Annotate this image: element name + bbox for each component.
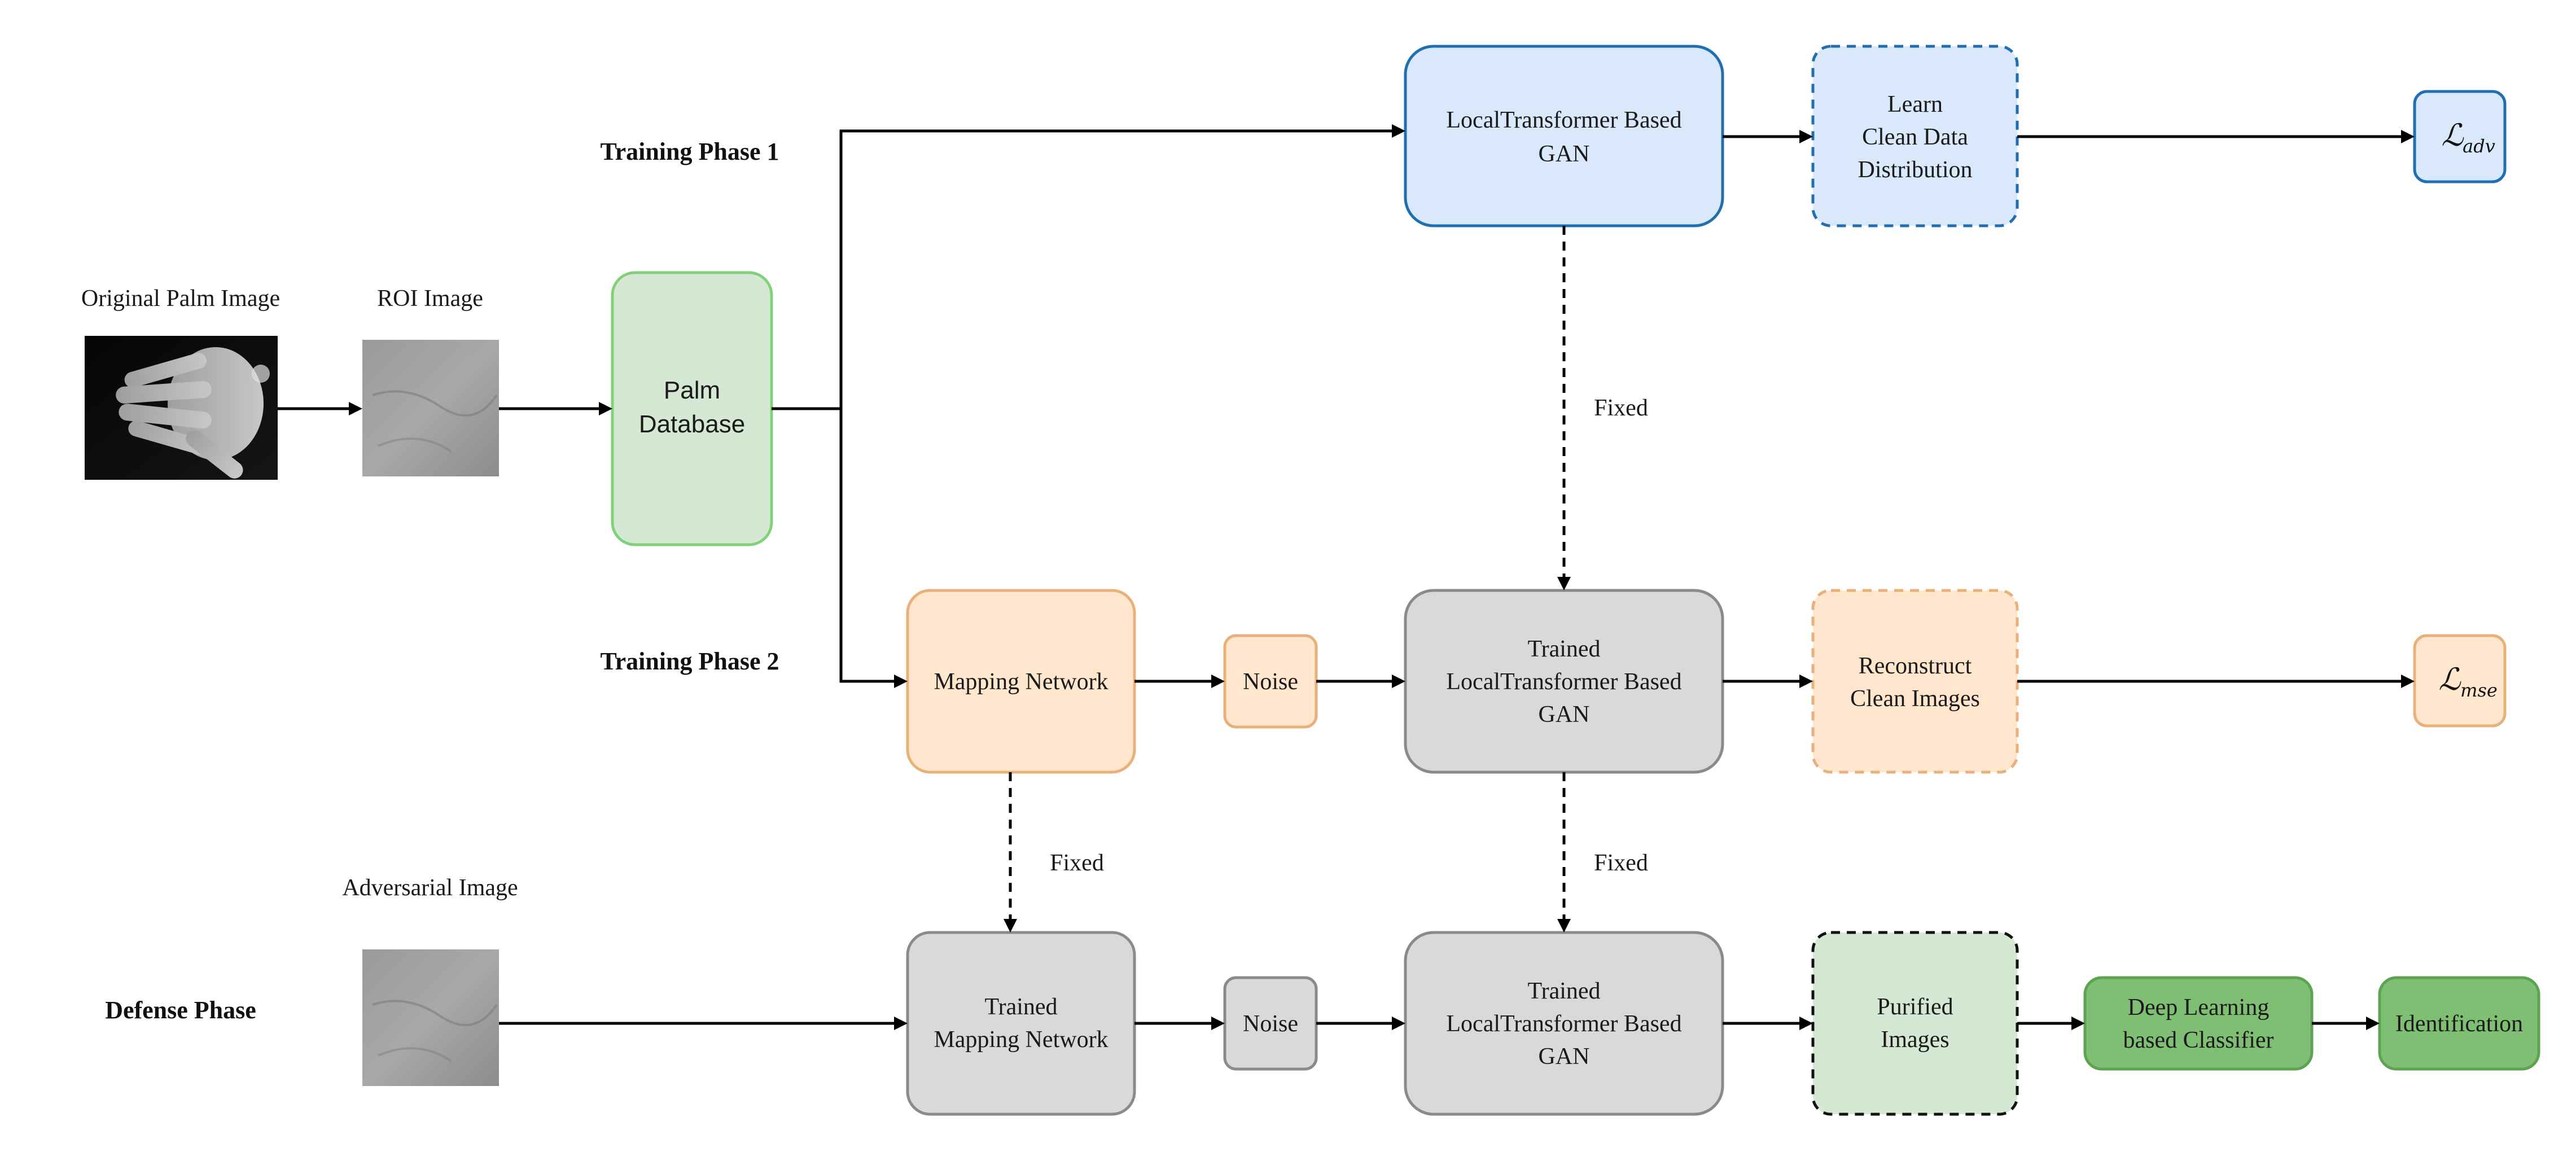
palm-database-label-1: Palm — [664, 376, 720, 404]
gan-label-1: LocalTransformer Based — [1446, 107, 1681, 133]
arrowhead-gan — [1392, 124, 1405, 138]
identification-label: Identification — [2395, 1011, 2523, 1037]
trained-gan-node-defense: Trained LocalTransformer Based GAN — [1404, 931, 1724, 1116]
loss-mse-node: ℒ mse — [2413, 634, 2507, 728]
edges — [278, 124, 2415, 1030]
classifier-label-2: based Classifier — [2123, 1027, 2273, 1053]
phase-label-defense: Defense Phase — [105, 996, 256, 1024]
edge-label-fixed-3: Fixed — [1594, 850, 1648, 876]
classifier-label-1: Deep Learning — [2128, 995, 2270, 1021]
arrowhead-roi — [349, 402, 362, 415]
arrowhead-loss-mse — [2401, 675, 2415, 688]
noise-label-phase2: Noise — [1243, 669, 1298, 695]
loss-mse-symbol: ℒ — [2439, 662, 2461, 697]
arrowhead-learn — [1799, 130, 1813, 143]
arrowhead-trained-gan3 — [1557, 919, 1571, 932]
arrowhead-trained-gan2 — [1557, 577, 1571, 590]
palm-database-node: Palm Database — [611, 271, 773, 546]
trained-gan3-label-3: GAN — [1539, 1044, 1590, 1070]
arrowhead-purified — [1799, 1017, 1813, 1030]
arrowhead-identification — [2366, 1017, 2380, 1030]
adversarial-image — [362, 949, 499, 1086]
noise-label-defense: Noise — [1243, 1011, 1298, 1037]
loss-adv-symbol: ℒ — [2442, 117, 2464, 153]
roi-image — [362, 340, 499, 476]
arrowhead-mapping — [894, 675, 908, 688]
purified-label-2: Images — [1881, 1027, 1949, 1053]
arrowhead-gan2 — [1392, 675, 1405, 688]
noise-node-phase2: Noise — [1223, 634, 1318, 729]
adversarial-caption: Adversarial Image — [342, 875, 518, 901]
learn-label-1: Learn — [1887, 91, 1943, 117]
arrowhead-trained-mapping — [1004, 919, 1017, 932]
phase-label-training-2: Training Phase 2 — [600, 647, 779, 675]
loss-adv-subscript: adv — [2463, 135, 2495, 157]
purified-label-1: Purified — [1877, 994, 1953, 1020]
trained-gan-node-phase2: Trained LocalTransformer Based GAN — [1404, 589, 1724, 774]
trained-mapping-label-1: Trained — [984, 994, 1057, 1020]
mapping-network-label: Mapping Network — [934, 669, 1108, 695]
original-palm-caption: Original Palm Image — [81, 286, 280, 312]
mapping-network-node: Mapping Network — [906, 589, 1136, 774]
edge-to-mapping — [839, 409, 901, 683]
trained-gan2-label-1: Trained — [1527, 636, 1600, 662]
reconstruct-node: Reconstruct Clean Images — [1811, 589, 2019, 774]
arrowhead-classifier — [2071, 1017, 2085, 1030]
gan-label-2: GAN — [1539, 141, 1590, 167]
arrowhead-db — [599, 402, 612, 415]
arrowhead-gan3 — [1392, 1017, 1405, 1030]
arrowhead-loss-adv — [2401, 130, 2415, 143]
trained-mapping-label-2: Mapping Network — [934, 1027, 1108, 1053]
reconstruct-label-1: Reconstruct — [1859, 653, 1972, 679]
noise-node-defense: Noise — [1223, 976, 1318, 1071]
trained-gan2-label-3: GAN — [1539, 702, 1590, 728]
arrowhead-noise3 — [1211, 1017, 1225, 1030]
palm-database-label-2: Database — [639, 410, 745, 438]
learn-label-2: Clean Data — [1862, 124, 1968, 150]
original-palm-image — [85, 336, 278, 480]
trained-gan3-label-2: LocalTransformer Based — [1446, 1011, 1681, 1037]
reconstruct-label-2: Clean Images — [1850, 686, 1980, 712]
trained-mapping-node: Trained Mapping Network — [906, 931, 1136, 1116]
edge-label-fixed-1: Fixed — [1594, 395, 1648, 421]
edge-label-fixed-2: Fixed — [1050, 850, 1104, 876]
trained-gan3-label-1: Trained — [1527, 978, 1600, 1004]
trained-gan2-label-2: LocalTransformer Based — [1446, 669, 1681, 695]
purified-images-node: Purified Images — [1811, 931, 2019, 1116]
roi-caption: ROI Image — [377, 286, 483, 312]
arrowhead-trained-mapping-in — [894, 1017, 908, 1030]
learn-label-3: Distribution — [1857, 157, 1972, 183]
arrowhead-reconstruct — [1799, 675, 1813, 688]
learn-distribution-node: Learn Clean Data Distribution — [1811, 45, 2019, 227]
loss-mse-subscript: mse — [2460, 680, 2498, 701]
classifier-node: Deep Learning based Classifier — [2083, 976, 2314, 1071]
arrowhead-noise2 — [1211, 675, 1225, 688]
loss-adv-node: ℒ adv — [2413, 90, 2507, 183]
edge-to-gan — [839, 129, 1399, 409]
gan-node: LocalTransformer Based GAN — [1404, 45, 1724, 227]
identification-node: Identification — [2378, 976, 2540, 1071]
phase-label-training-1: Training Phase 1 — [600, 138, 779, 165]
